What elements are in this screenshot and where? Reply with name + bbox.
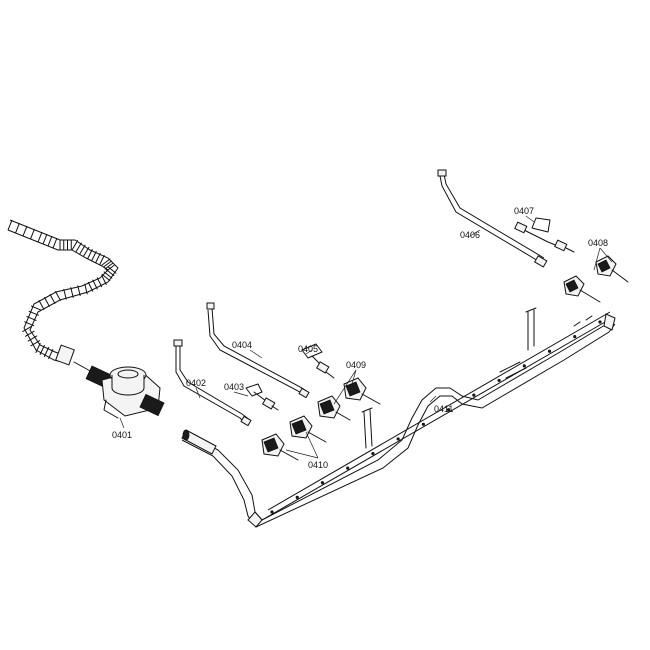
mounting-hole xyxy=(472,393,476,397)
label-0408: 0408 xyxy=(588,238,608,248)
hose-rib xyxy=(30,340,41,347)
hose-rib xyxy=(7,219,13,231)
injector-nozzle-0407 xyxy=(514,217,575,253)
hose-rib xyxy=(105,268,115,277)
mounting-hole xyxy=(346,466,350,470)
hose-rib xyxy=(96,277,103,288)
hose-rib xyxy=(99,255,105,265)
hose-rib xyxy=(55,291,61,301)
mounting-hole xyxy=(270,510,274,514)
label-0403: 0403 xyxy=(224,382,244,392)
mounting-hole xyxy=(573,335,577,339)
hose-rib xyxy=(101,273,111,282)
mounting-hole xyxy=(295,495,299,499)
label-0407: 0407 xyxy=(514,206,534,216)
hose-rib xyxy=(48,348,54,360)
mounting-hole xyxy=(497,378,501,383)
flexible-gas-hose xyxy=(7,219,119,366)
hose-rib xyxy=(84,283,88,295)
burner-tube-0406 xyxy=(437,169,548,268)
hose-rib xyxy=(91,251,97,261)
burner-tube-0402 xyxy=(173,339,252,427)
hose-rib xyxy=(39,344,45,356)
valve-0409-a xyxy=(317,395,351,421)
mounting-hole xyxy=(421,422,425,426)
mounting-hole xyxy=(371,451,375,456)
valve-0408-b xyxy=(595,255,629,283)
label-0401: 0401 xyxy=(112,430,132,440)
hose-rib xyxy=(24,330,35,337)
hose-rib xyxy=(37,231,43,243)
label-0402: 0402 xyxy=(186,378,206,388)
label-0405: 0405 xyxy=(298,344,318,354)
hose-rib xyxy=(22,325,32,333)
hose-rib xyxy=(107,266,117,274)
mounting-hole xyxy=(547,349,552,353)
hose-rib xyxy=(22,225,28,237)
hose-rib xyxy=(15,222,20,234)
main-gas-pipe xyxy=(181,307,616,528)
label-0409: 0409 xyxy=(346,360,366,370)
hose-rib xyxy=(101,258,111,266)
hose-rib xyxy=(63,288,67,300)
callout-leaders xyxy=(119,215,613,459)
valve-0410-a xyxy=(261,433,299,461)
valve-0410-b xyxy=(289,415,327,443)
hose-rib xyxy=(26,316,37,321)
hose-rib xyxy=(30,305,42,311)
hose-rib xyxy=(106,264,115,272)
gas-valve-0410 xyxy=(261,415,327,461)
hose-rib xyxy=(87,281,94,292)
hose-rib xyxy=(70,287,74,298)
pressure-regulator xyxy=(73,361,165,419)
hose-rib xyxy=(75,242,82,253)
hose-rib xyxy=(43,346,50,358)
hose-rib xyxy=(27,335,38,342)
hose-rib xyxy=(42,233,48,245)
hose-rib xyxy=(101,275,107,285)
mounting-hole xyxy=(396,437,400,441)
mounting-hole xyxy=(598,320,602,324)
hose-rib xyxy=(47,235,53,247)
hose-rib xyxy=(87,249,93,259)
hose-rib xyxy=(71,240,79,250)
label-0411: 0411 xyxy=(434,404,453,414)
hose-rib xyxy=(38,300,45,310)
gas-valve-0408 xyxy=(563,255,629,303)
valve-0409-b xyxy=(343,377,381,405)
mounting-hole xyxy=(522,364,526,368)
hose-rib xyxy=(103,271,113,279)
hose-rib xyxy=(77,285,81,297)
part-number-labels: 0401 0402 0403 0404 0405 0406 0407 0408 … xyxy=(112,206,608,470)
hose-rib xyxy=(30,228,35,240)
hose-rib xyxy=(35,342,41,354)
valve-0408-a xyxy=(563,275,601,303)
gas-valve-0409 xyxy=(317,377,381,421)
label-0410: 0410 xyxy=(308,460,328,470)
hose-rib xyxy=(28,310,39,316)
mounting-hole xyxy=(447,408,451,412)
hose-rib xyxy=(52,237,58,249)
hose-rib xyxy=(83,246,90,257)
hose-rib xyxy=(49,294,56,304)
hose-rib xyxy=(44,297,50,307)
hose-rib xyxy=(79,244,86,255)
label-0404: 0404 xyxy=(232,340,252,350)
hose-rib xyxy=(24,321,35,327)
hose-rib xyxy=(95,253,101,263)
hose-rib xyxy=(104,262,114,270)
mounting-hole xyxy=(320,481,325,485)
label-0406: 0406 xyxy=(460,230,480,240)
injector-nozzle-0405 xyxy=(301,343,335,379)
hose-rib xyxy=(92,279,98,290)
hose-rib xyxy=(103,260,112,268)
injector-nozzle-0403 xyxy=(245,383,279,411)
burner-tube-0404 xyxy=(206,302,310,399)
